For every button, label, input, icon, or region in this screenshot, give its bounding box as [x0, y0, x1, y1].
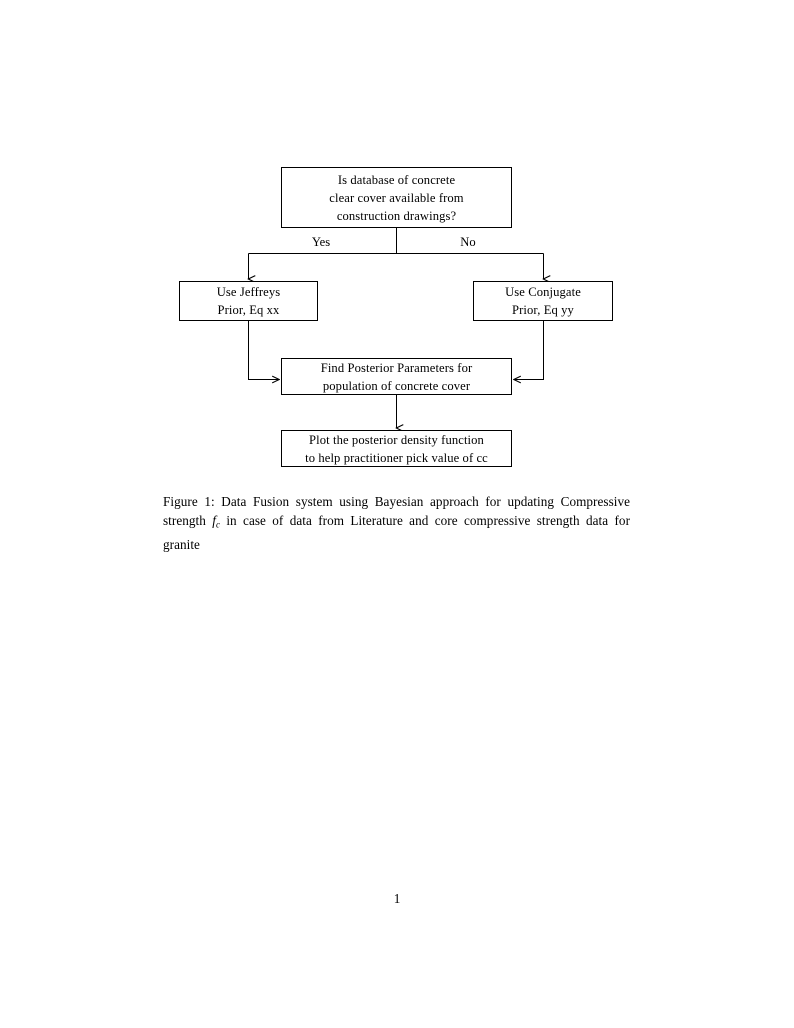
decision-node: Is database of concrete clear cover avai…: [281, 167, 512, 228]
conjugate-prior-node-line-2: Prior, Eq yy: [512, 303, 574, 317]
page-number: 1: [393, 891, 401, 906]
jeffreys-prior-node: Use Jeffreys Prior, Eq xx: [179, 281, 318, 321]
jeffreys-prior-node-line-2: Prior, Eq xx: [217, 303, 280, 317]
find-posterior-node: Find Posterior Parameters for population…: [281, 358, 512, 395]
plot-density-node: Plot the posterior density function to h…: [281, 430, 512, 467]
edge-jeffreys-to-posterior: [248, 321, 280, 380]
decision-node-line-3: construction drawings?: [336, 208, 457, 223]
figure-flowchart: Is database of concrete clear cover avai…: [0, 0, 794, 490]
figure-caption: Figure 1: Data Fusion system using Bayes…: [163, 492, 630, 554]
decision-node-line-2: clear cover available from: [329, 190, 464, 205]
figure-caption-math-variable: f: [212, 513, 216, 529]
figure-caption-text-before: Data Fusion system using Bayesian approa…: [163, 494, 631, 529]
find-posterior-node-line-1: Find Posterior Parameters for: [320, 360, 473, 375]
edge-label-no: No: [460, 235, 476, 249]
edge-conjugate-to-posterior: [514, 321, 544, 380]
plot-density-node-line-1: Plot the posterior density function: [309, 432, 484, 447]
plot-density-node-line-2: to help practitioner pick value of cc: [305, 450, 488, 465]
jeffreys-prior-node-line-1: Use Jeffreys: [216, 285, 281, 299]
figure-caption-label: Figure 1:: [163, 494, 215, 509]
flowchart-connectors: [0, 228, 794, 490]
figure-caption-text-after: in case of data from Literature and core…: [163, 513, 631, 552]
figure-caption-math-subscript: c: [215, 519, 220, 530]
conjugate-prior-node-line-1: Use Conjugate: [505, 285, 581, 299]
find-posterior-node-line-2: population of concrete cover: [322, 378, 471, 393]
edge-label-yes: Yes: [311, 235, 331, 249]
decision-node-line-1: Is database of concrete: [337, 172, 456, 187]
conjugate-prior-node: Use Conjugate Prior, Eq yy: [473, 281, 613, 321]
